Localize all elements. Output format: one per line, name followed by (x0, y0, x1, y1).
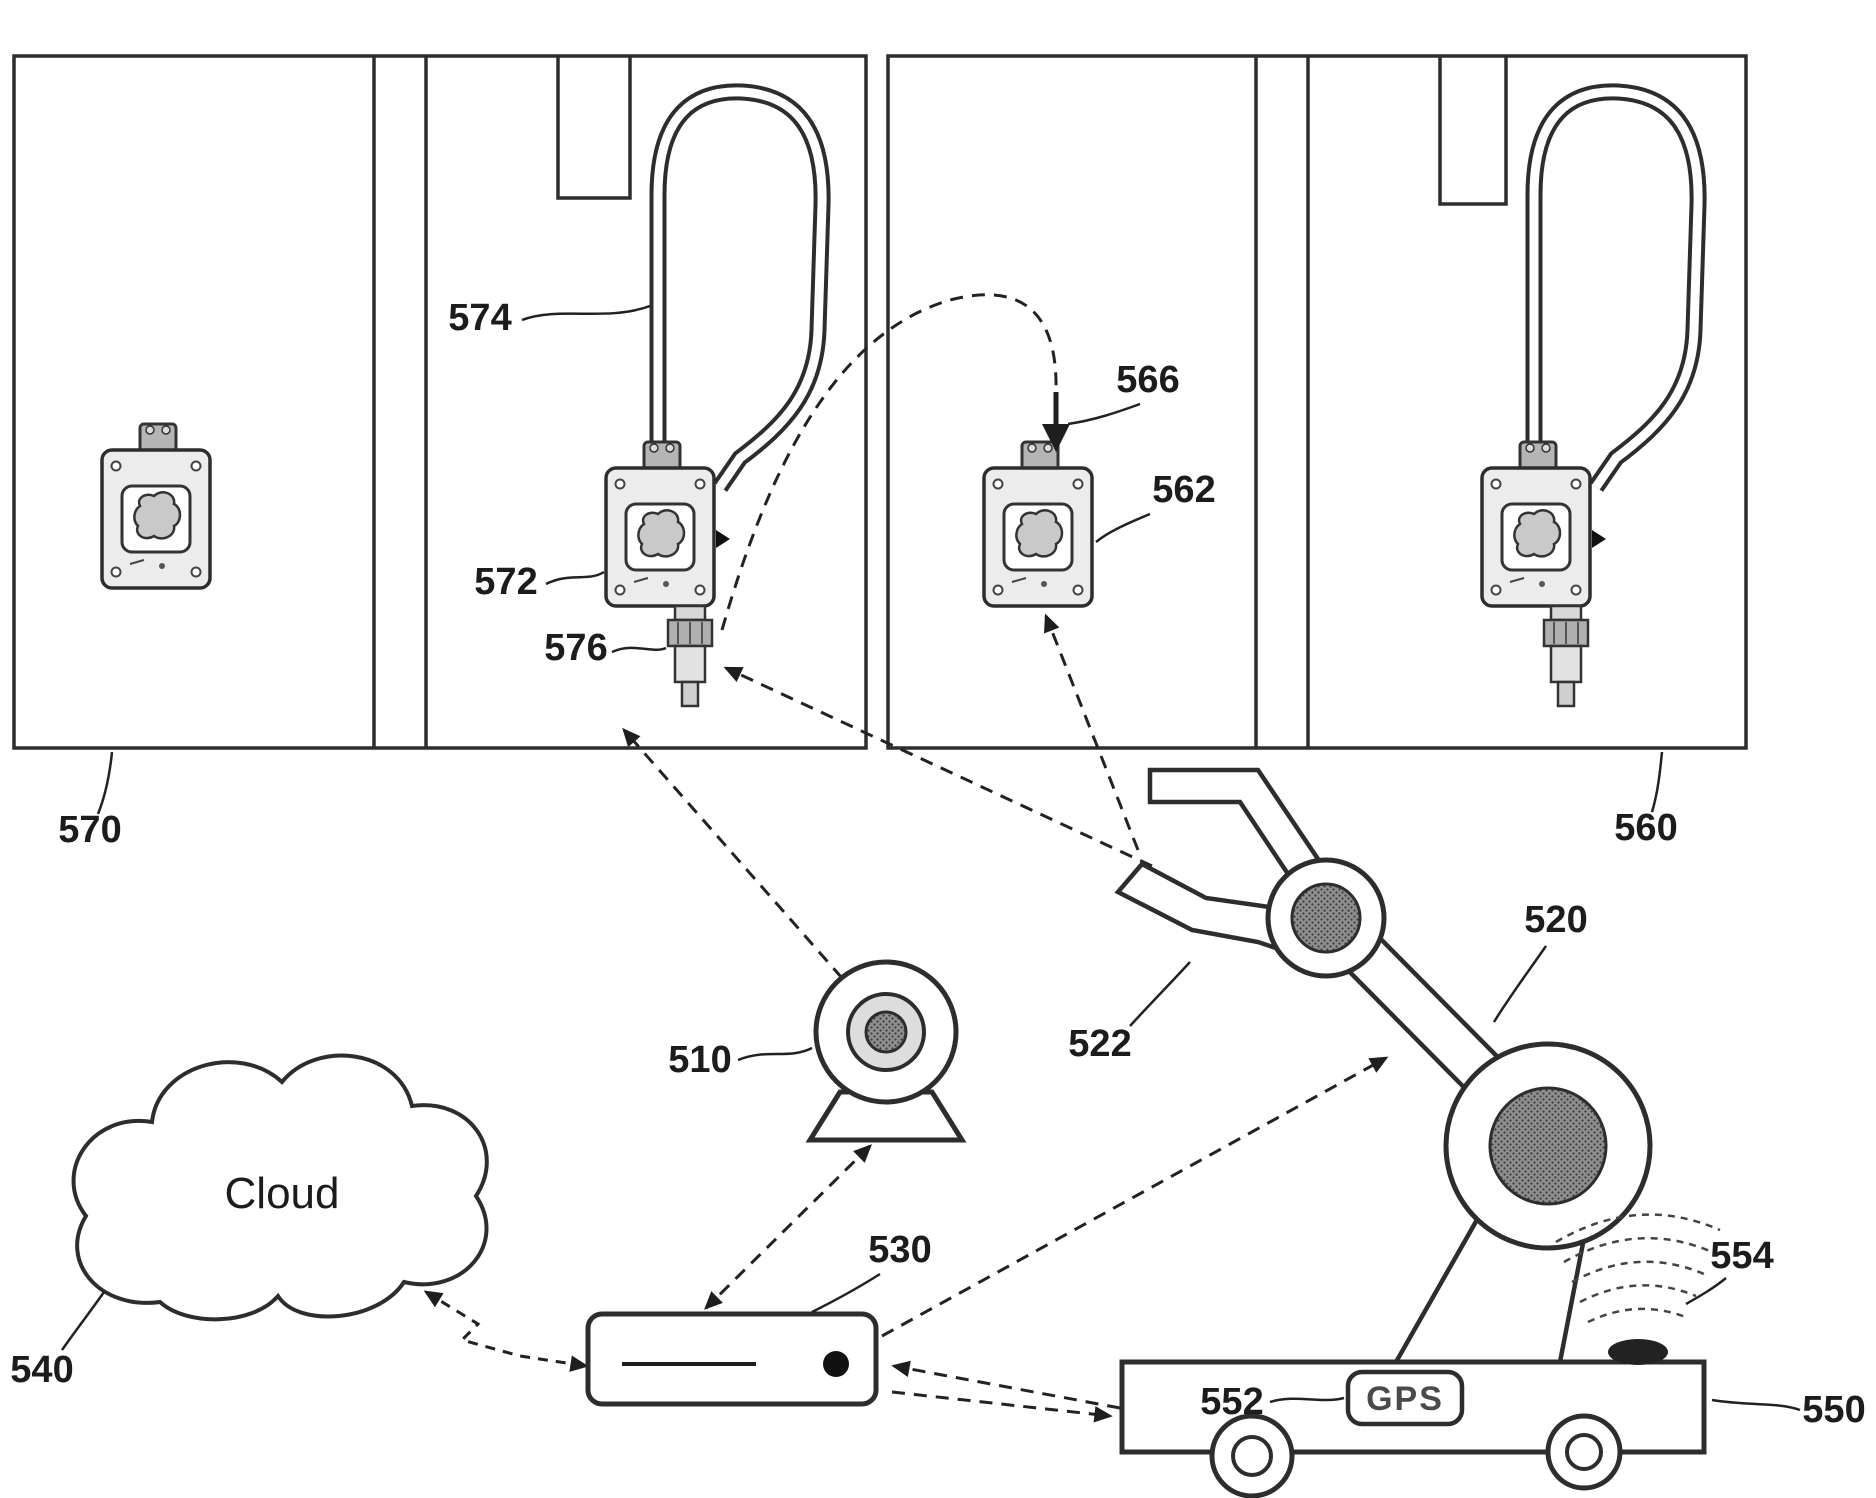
dashed-arrow-box-to-arm (881, 1056, 1389, 1338)
gripper-finger-upper (1147, 767, 1324, 884)
dashed-arrow-gripper-to-port-562 (1044, 613, 1140, 851)
cloud-540: Cloud (71, 1053, 489, 1322)
port-562-body (982, 466, 1094, 608)
label-554: 554 (1710, 1235, 1773, 1277)
arrow-566 (1042, 392, 1070, 452)
label-570: 570 (58, 809, 121, 851)
label-530: 530 (868, 1229, 931, 1271)
gps-module-552: GPS (1345, 1369, 1465, 1427)
leader-540 (60, 1291, 106, 1351)
leader-560 (1650, 751, 1664, 813)
station-560-notch (1438, 56, 1508, 206)
control-box-530 (585, 1311, 879, 1407)
gps-box (1345, 1369, 1465, 1427)
leader-520 (1492, 945, 1548, 1023)
charge-port-562 (982, 440, 1094, 608)
dashed-arrow-base-to-box (891, 1360, 1121, 1410)
charge-port-right-station (1480, 440, 1606, 608)
station-570-notch (556, 56, 632, 200)
leader-570 (96, 751, 114, 815)
port-572-indicator (716, 530, 730, 548)
dashed-arrow-camera-to-station-570 (622, 727, 844, 979)
leader-562 (1095, 512, 1151, 543)
leader-522 (1129, 961, 1191, 1027)
cloud-label: Cloud (225, 1169, 340, 1218)
robot-520: GPS (1114, 767, 1721, 1498)
control-box-body (585, 1311, 879, 1407)
dashed-arrow-cloud-box (423, 1290, 589, 1372)
outlet-body (100, 448, 212, 590)
dashed-arrow-camera-box (704, 1144, 872, 1310)
dashed-links (423, 293, 1389, 1423)
charging-station-560 (886, 54, 1748, 750)
charge-port-572 (604, 440, 730, 608)
charging-cable-right-station (1525, 83, 1707, 492)
control-box-led (823, 1351, 849, 1377)
arrow-566-head (1042, 424, 1070, 452)
wireless-signal-554 (1555, 1213, 1721, 1365)
label-520: 520 (1524, 899, 1587, 941)
leader-lines (60, 304, 1801, 1412)
charging-cable-574 (649, 83, 831, 492)
leader-554 (1685, 1277, 1727, 1306)
camera-lens (864, 1010, 908, 1054)
antenna-blob (1608, 1339, 1668, 1365)
label-510: 510 (668, 1039, 731, 1081)
station-570-body (12, 54, 868, 750)
label-562: 562 (1152, 469, 1215, 511)
reference-labels: 574 566 562 572 576 570 560 510 522 520 … (10, 297, 1865, 1431)
label-572: 572 (474, 561, 537, 603)
leader-510 (737, 1046, 813, 1062)
leader-574 (521, 304, 651, 322)
label-550: 550 (1802, 1389, 1865, 1431)
leader-552 (1269, 1396, 1345, 1404)
leader-572 (545, 570, 605, 586)
leader-566 (1067, 402, 1141, 426)
label-576: 576 (544, 627, 607, 669)
leader-550 (1711, 1398, 1801, 1412)
dashed-curve-connector-to-port (720, 293, 1058, 631)
dashed-arrow-gripper-to-connector-576 (723, 666, 1153, 868)
charge-outlet-left (100, 422, 212, 590)
label-540: 540 (10, 1349, 73, 1391)
label-522: 522 (1068, 1023, 1131, 1065)
camera-510 (805, 959, 967, 1143)
station-560-body (886, 54, 1748, 750)
port-572-body (604, 466, 716, 608)
leader-530 (811, 1272, 881, 1314)
leader-576 (611, 646, 667, 654)
connector-right-station (1542, 604, 1590, 708)
gps-label: GPS (1366, 1380, 1444, 1418)
charging-station-570 (12, 54, 868, 750)
label-560: 560 (1614, 807, 1677, 849)
cloud-shape (71, 1053, 489, 1322)
connector-576 (666, 604, 714, 708)
label-552: 552 (1200, 1381, 1263, 1423)
label-574: 574 (448, 297, 511, 339)
label-566: 566 (1116, 359, 1179, 401)
dashed-arrow-box-to-base (891, 1390, 1113, 1423)
